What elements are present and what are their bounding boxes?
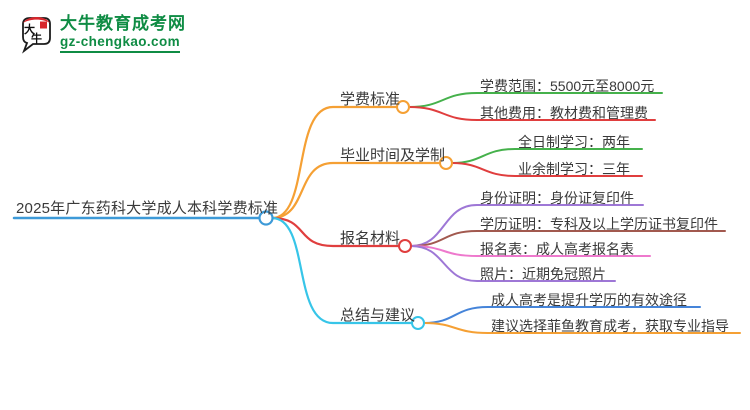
connector-photo-leaf [410, 245, 616, 282]
mascot-char-top: 大 [24, 22, 35, 36]
mascot-char-bottom: 牛 [31, 31, 42, 45]
branch-node-tuition-standard[interactable]: 学费标准 [340, 91, 401, 108]
connector-tuition-branch [270, 105, 399, 220]
root-node-tuition-standard-2025[interactable]: 2025年广东药科大学成人本科学费标准 [16, 200, 279, 217]
connector-id-proof-leaf [410, 204, 644, 247]
site-url[interactable]: gz-chengkao.com [60, 35, 181, 53]
leaf-node-other-fees[interactable]: 其他费用：教材费和管理费 [480, 105, 648, 121]
connector-materials-branch [270, 216, 401, 248]
branch-node-summary-advice[interactable]: 总结与建议 [340, 307, 416, 324]
connector-advice-leaf [423, 322, 741, 334]
leaf-node-summary-point[interactable]: 成人高考是提升学历的有效途径 [491, 292, 687, 308]
branch-node-graduation-time[interactable]: 毕业时间及学制 [340, 147, 446, 164]
daniu-mascot-icon: 大 牛 [22, 17, 51, 54]
leaf-node-parttime-study[interactable]: 业余制学习：三年 [518, 161, 630, 177]
branch-node-registration-materials[interactable]: 报名材料 [340, 230, 401, 247]
leaf-node-education-proof[interactable]: 学历证明：专科及以上学历证书复印件 [480, 216, 718, 232]
connector-parttime-leaf [451, 162, 643, 177]
site-name: 大牛教育成考网 [60, 14, 186, 34]
materials-branch-toggle[interactable] [398, 239, 412, 253]
connector-graduation-branch [270, 161, 442, 220]
leaf-node-id-proof[interactable]: 身份证明：身份证复印件 [480, 190, 634, 206]
connector-summary-point-leaf [423, 306, 701, 324]
connector-other-fees-leaf [408, 106, 656, 121]
root-node-toggle[interactable] [258, 210, 274, 226]
tuition-branch-toggle[interactable] [396, 100, 410, 114]
summary-branch-toggle[interactable] [411, 316, 425, 330]
leaf-node-photo[interactable]: 照片：近期免冠照片 [480, 266, 606, 282]
leaf-node-registration-form[interactable]: 报名表：成人高考报名表 [480, 241, 634, 257]
leaf-node-advice[interactable]: 建议选择菲鱼教育成考，获取专业指导 [491, 318, 729, 334]
connector-tuition-range-leaf [408, 92, 663, 108]
connector-summary-branch [270, 216, 414, 325]
leaf-node-tuition-range[interactable]: 学费范围：5500元至8000元 [480, 78, 655, 94]
graduation-branch-toggle[interactable] [439, 156, 453, 170]
site-logo[interactable]: 大 牛 大牛教育成考网 gz-chengkao.com [18, 14, 186, 54]
leaf-node-fulltime-study[interactable]: 全日制学习：两年 [518, 134, 630, 150]
